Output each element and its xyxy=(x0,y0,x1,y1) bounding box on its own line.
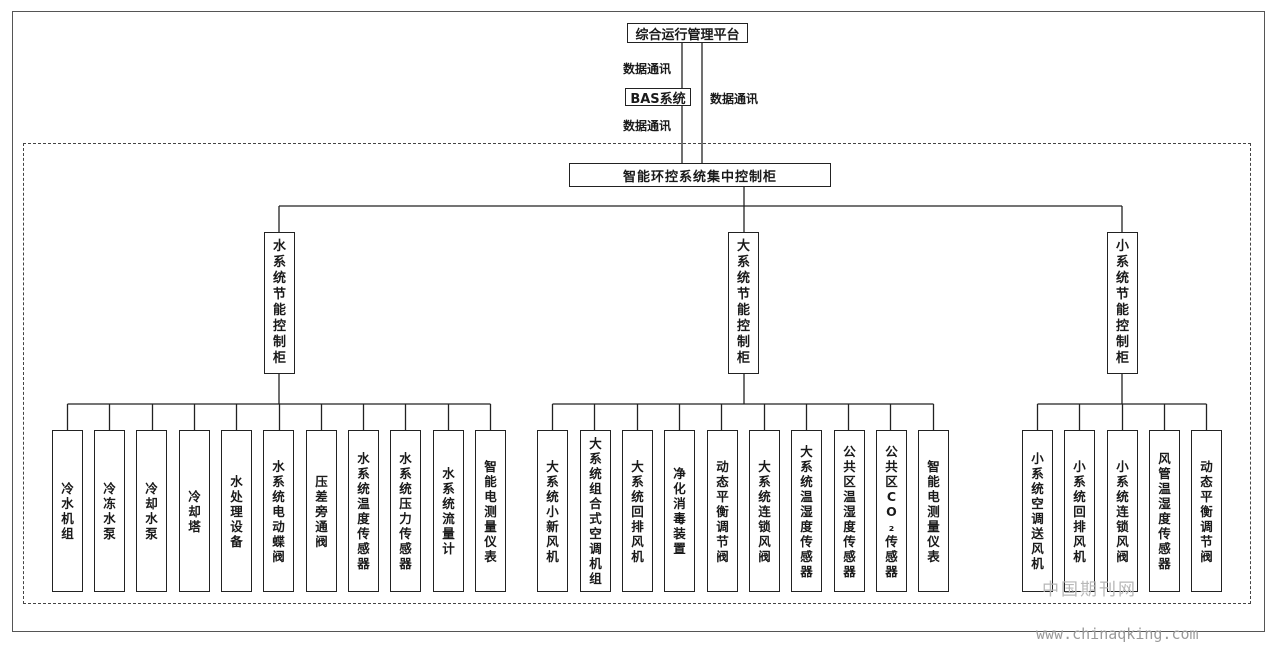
device-box: 大系统回排风机 xyxy=(622,430,653,592)
device-label: 公共区CO₂传感器 xyxy=(885,443,898,579)
device-label: 大系统小新风机 xyxy=(546,458,559,564)
device-label: 风管温湿度传感器 xyxy=(1158,451,1171,571)
device-label: 大系统组合式空调机组 xyxy=(589,436,602,586)
device-box: 公共区CO₂传感器 xyxy=(876,430,907,592)
cabinet-label: 水系统节能控制柜 xyxy=(272,239,286,366)
device-label: 小系统连锁风阀 xyxy=(1116,458,1129,564)
bas-system-box: BAS系统 xyxy=(625,88,691,107)
device-box: 小系统空调送风机 xyxy=(1022,430,1053,592)
device-box: 水系统电动蝶阀 xyxy=(263,430,294,592)
device-box: 水处理设备 xyxy=(221,430,252,592)
central-control-cabinet-box: 智能环控系统集中控制柜 xyxy=(569,163,831,187)
device-box: 动态平衡调节阀 xyxy=(707,430,738,592)
cabinet-label: 大系统节能控制柜 xyxy=(736,239,750,366)
device-box: 水系统流量计 xyxy=(433,430,464,592)
integrated-management-platform-box: 综合运行管理平台 xyxy=(627,23,748,43)
device-label: 冷却塔 xyxy=(188,488,201,534)
small-system-cabinet-box: 小系统节能控制柜 xyxy=(1107,232,1138,374)
device-label: 大系统温湿度传感器 xyxy=(800,443,813,579)
device-label: 智能电测量仪表 xyxy=(484,458,497,564)
data-comm-label-1: 数据通讯 xyxy=(623,62,672,76)
central-cabinet-label: 智能环控系统集中控制柜 xyxy=(622,169,777,185)
device-label: 水系统电动蝶阀 xyxy=(272,458,285,564)
device-box: 大系统组合式空调机组 xyxy=(580,430,611,592)
outer-frame xyxy=(12,11,1265,632)
device-label: 水系统压力传感器 xyxy=(399,451,412,571)
device-box: 净化消毒装置 xyxy=(664,430,695,592)
device-box: 冷却水泵 xyxy=(136,430,167,592)
large-system-cabinet-box: 大系统节能控制柜 xyxy=(728,232,759,374)
device-box: 动态平衡调节阀 xyxy=(1191,430,1222,592)
device-box: 大系统小新风机 xyxy=(537,430,568,592)
device-box: 风管温湿度传感器 xyxy=(1149,430,1180,592)
device-label: 动态平衡调节阀 xyxy=(716,458,729,564)
watermark-cn: 中国期刊网 xyxy=(1042,580,1137,600)
device-box: 大系统连锁风阀 xyxy=(749,430,780,592)
device-label: 动态平衡调节阀 xyxy=(1200,458,1213,564)
device-label: 水处理设备 xyxy=(230,473,243,549)
device-box: 压差旁通阀 xyxy=(306,430,337,592)
platform-label: 综合运行管理平台 xyxy=(635,27,740,43)
device-box: 智能电测量仪表 xyxy=(475,430,506,592)
bas-label: BAS系统 xyxy=(630,91,686,107)
cabinet-label: 小系统节能控制柜 xyxy=(1115,239,1129,366)
device-box: 小系统回排风机 xyxy=(1064,430,1095,592)
device-label: 冷却水泵 xyxy=(145,481,158,541)
device-box: 冷冻水泵 xyxy=(94,430,125,592)
device-box: 冷水机组 xyxy=(52,430,83,592)
device-label: 净化消毒装置 xyxy=(673,466,686,556)
device-label: 智能电测量仪表 xyxy=(927,458,940,564)
device-box: 小系统连锁风阀 xyxy=(1107,430,1138,592)
device-label: 水系统流量计 xyxy=(442,466,455,556)
device-box: 水系统温度传感器 xyxy=(348,430,379,592)
water-system-cabinet-box: 水系统节能控制柜 xyxy=(264,232,295,374)
device-label: 水系统温度传感器 xyxy=(357,451,370,571)
device-label: 压差旁通阀 xyxy=(315,473,328,549)
device-box: 冷却塔 xyxy=(179,430,210,592)
device-label: 大系统连锁风阀 xyxy=(758,458,771,564)
device-label: 小系统空调送风机 xyxy=(1031,451,1044,571)
device-label: 大系统回排风机 xyxy=(631,458,644,564)
device-label: 小系统回排风机 xyxy=(1073,458,1086,564)
device-box: 大系统温湿度传感器 xyxy=(791,430,822,592)
system-boundary-dashed xyxy=(23,143,1251,604)
data-comm-label-3: 数据通讯 xyxy=(623,119,672,133)
data-comm-label-2: 数据通讯 xyxy=(710,92,759,106)
watermark-url: www.chinaqking.com xyxy=(1036,625,1199,643)
device-box: 公共区温湿度传感器 xyxy=(834,430,865,592)
device-box: 智能电测量仪表 xyxy=(918,430,949,592)
device-label: 冷冻水泵 xyxy=(103,481,116,541)
device-box: 水系统压力传感器 xyxy=(390,430,421,592)
device-label: 冷水机组 xyxy=(61,481,74,541)
device-label: 公共区温湿度传感器 xyxy=(843,443,856,579)
